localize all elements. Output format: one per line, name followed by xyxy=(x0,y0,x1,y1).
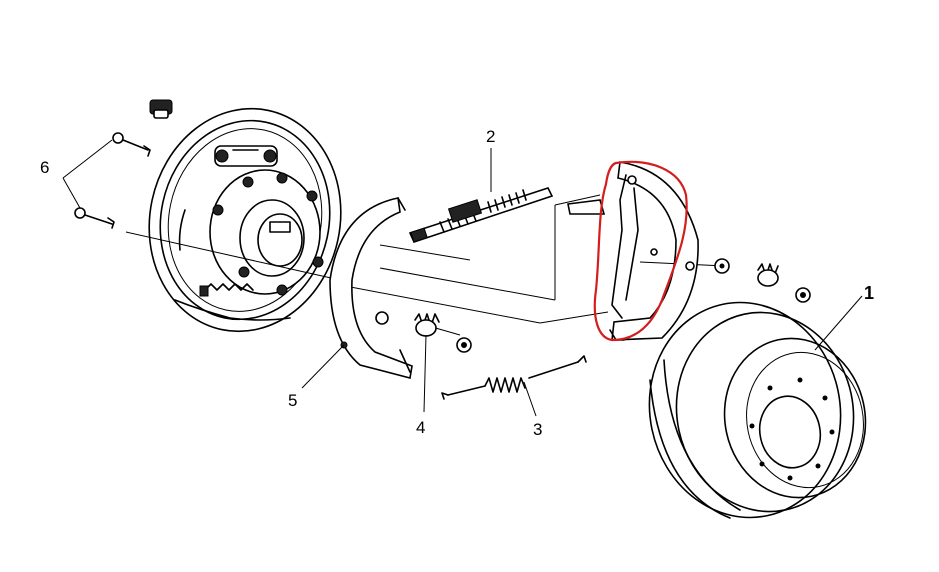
mounting-bolts xyxy=(62,132,151,229)
callout-6: 6 xyxy=(40,158,49,177)
backing-plate-assembly xyxy=(148,107,342,333)
hardware-right xyxy=(714,258,811,303)
adjuster-screw-assembly xyxy=(408,187,554,243)
callout-3: 3 xyxy=(533,420,542,439)
callout-5: 5 xyxy=(288,391,297,410)
alignment-lines xyxy=(125,194,726,336)
brake-shoe-left xyxy=(329,197,413,379)
bleeder-cap xyxy=(149,99,173,119)
callout-2: 2 xyxy=(486,127,495,146)
drum-stud-holes xyxy=(749,377,835,481)
callout-1: 1 xyxy=(864,283,874,303)
lug-studs xyxy=(212,172,324,296)
hold-down-spring xyxy=(414,313,472,353)
brake-drum xyxy=(648,301,867,519)
leader-lines xyxy=(301,148,863,417)
wheel-cylinder xyxy=(214,145,278,167)
highlight-outline xyxy=(593,160,688,342)
return-spring-lower xyxy=(441,355,587,400)
callout-4: 4 xyxy=(416,418,425,437)
